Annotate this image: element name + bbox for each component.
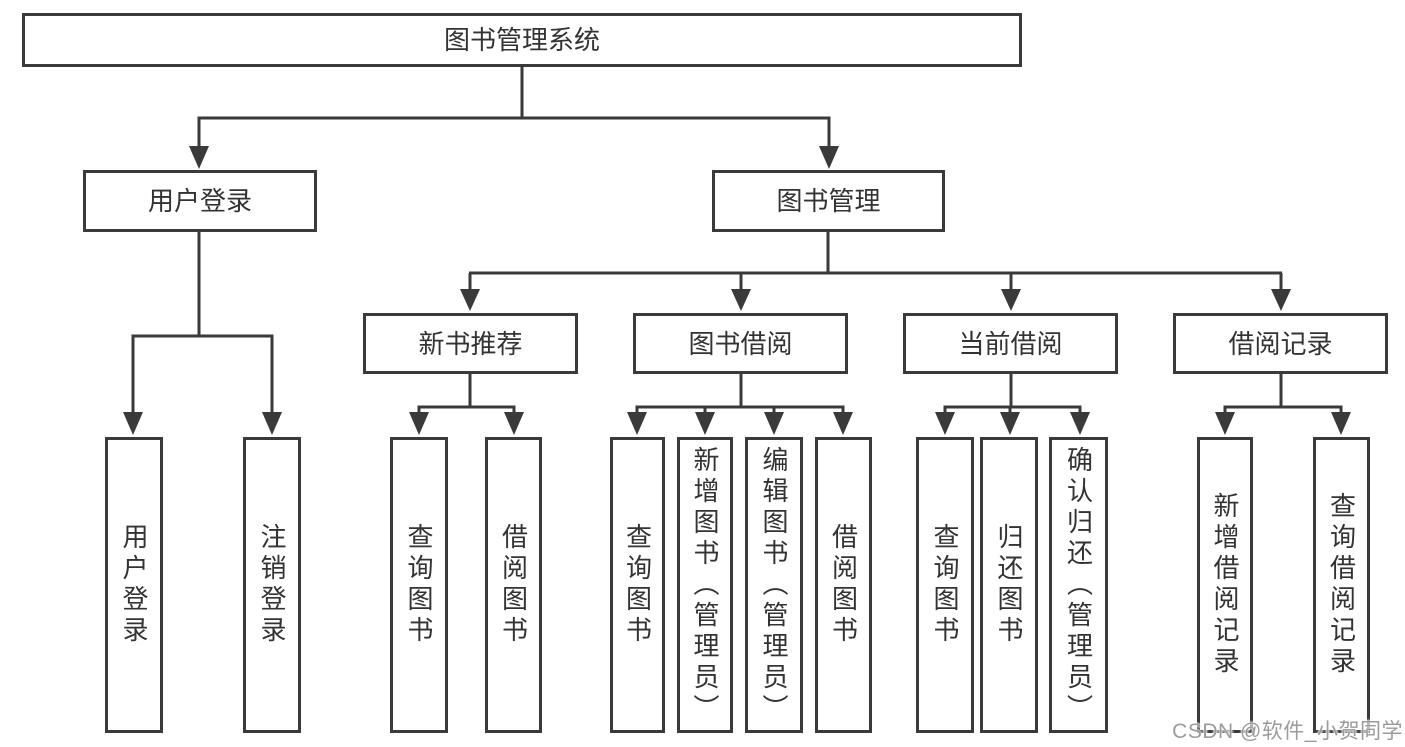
node-leaf-confirm-return-admin: 确认归还（管理员） xyxy=(1049,437,1108,733)
csdn-watermark: CSDN @软件_小贺同学 xyxy=(1172,720,1403,743)
node-leaf-query-books-current: 查询图书 xyxy=(916,437,974,733)
connector-new-book-recommend-to-leaves xyxy=(409,374,524,435)
connector-book-borrow-to-leaves xyxy=(627,374,853,435)
node-leaf-query-books-recommend: 查询图书 xyxy=(390,437,448,733)
node-borrow-records: 借阅记录 xyxy=(1173,313,1388,374)
node-root-library-management-system: 图书管理系统 xyxy=(22,13,1022,67)
node-user-login-module: 用户登录 xyxy=(83,170,317,232)
node-book-borrow: 图书借阅 xyxy=(633,313,848,374)
node-leaf-add-books-admin: 新增图书（管理员） xyxy=(677,437,733,733)
node-leaf-add-borrow-record: 新增借阅记录 xyxy=(1197,437,1253,733)
connector-book-management-to-level3 xyxy=(460,232,1291,311)
node-new-book-recommend: 新书推荐 xyxy=(363,313,578,374)
node-leaf-borrow-books: 借阅图书 xyxy=(815,437,872,733)
node-leaf-user-login: 用户登录 xyxy=(105,437,163,733)
node-leaf-query-books-borrow: 查询图书 xyxy=(610,437,665,733)
connector-current-borrow-to-leaves xyxy=(935,374,1090,435)
node-leaf-return-books: 归还图书 xyxy=(980,437,1038,733)
connector-root-to-level2 xyxy=(189,67,839,169)
node-leaf-borrow-books-recommend: 借阅图书 xyxy=(485,437,542,733)
node-book-management-module: 图书管理 xyxy=(712,170,945,232)
node-leaf-edit-books-admin: 编辑图书（管理员） xyxy=(745,437,803,733)
node-leaf-logout: 注销登录 xyxy=(243,437,301,733)
node-current-borrow: 当前借阅 xyxy=(903,313,1118,374)
node-leaf-query-borrow-record: 查询借阅记录 xyxy=(1313,437,1370,733)
connector-user-login-to-leaves xyxy=(123,232,282,435)
connector-borrow-records-to-leaves xyxy=(1215,374,1351,435)
